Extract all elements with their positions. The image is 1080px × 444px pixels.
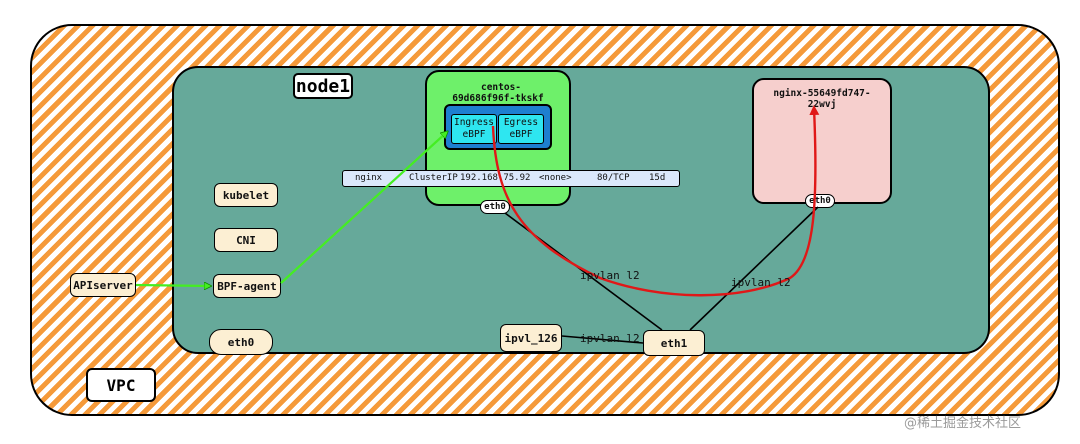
eth1-box: eth1 [643, 330, 705, 356]
watermark: @稀土掘金技术社区 [904, 416, 1022, 431]
ipvlan-l2-left-label: ipvlan l2 [580, 269, 640, 282]
service-port: 80/TCP [597, 173, 630, 183]
centos-pod-name-line1: centos- [480, 82, 522, 93]
service-age: 15d [649, 173, 666, 183]
kubelet-box: kubelet [214, 183, 278, 207]
ipvlan-l2-right-label: ipvlan l2 [731, 276, 791, 289]
ingress-ebpf-line1: Ingress [453, 117, 495, 128]
nginx-eth0-box: eth0 [805, 194, 835, 208]
nginx-pod-name-line2: 22wvj [807, 99, 837, 110]
centos-eth0-box: eth0 [480, 200, 510, 214]
node-eth0-box: eth0 [209, 329, 273, 355]
egress-ebpf-line2: eBPF [509, 129, 533, 140]
service-external-ip: <none> [539, 173, 572, 183]
nginx-pod-name-line1: nginx-55649fd747- [773, 88, 871, 99]
node1-label: node1 [293, 73, 353, 99]
apiserver-box: APIserver [70, 273, 136, 297]
vpc-label: VPC [86, 368, 156, 402]
ingress-ebpf-line2: eBPF [462, 129, 486, 140]
red-traffic-path [491, 105, 820, 297]
green-arrow-bpf-agent-to-ebpf [280, 132, 447, 284]
service-name: nginx [355, 173, 383, 183]
ipvlan-l2-bottom-label: ipvlan l2 [580, 332, 640, 345]
nginx-pod [752, 78, 892, 204]
egress-ebpf-box: Egress eBPF [498, 114, 544, 144]
egress-ebpf-line1: Egress [503, 117, 539, 128]
cni-box: CNI [214, 228, 278, 252]
service-ip: 192.168.75.92 [460, 173, 531, 183]
centos-pod-name-line2: 69d686f96f-tkskf [452, 93, 544, 104]
link-nginx-eth0-to-eth1 [689, 206, 819, 331]
green-arrow-apiserver-to-bpf-agent [135, 285, 210, 286]
ipvl-126-box: ipvl_126 [500, 324, 562, 352]
service-row: nginx ClusterIP 192.168.75.92 <none> 80/… [342, 170, 680, 187]
link-ipvl-to-eth1 [561, 335, 644, 344]
ingress-ebpf-box: Ingress eBPF [451, 114, 497, 144]
bpf-agent-box: BPF-agent [213, 274, 281, 298]
service-type: ClusterIP [409, 173, 458, 183]
